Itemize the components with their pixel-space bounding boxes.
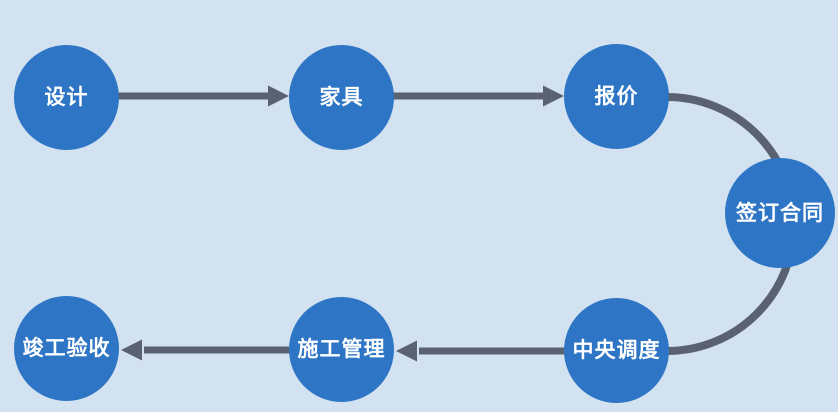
node-sign-contract[interactable]: 签订合同 [725, 158, 835, 268]
node-design-label: 设计 [44, 86, 89, 109]
node-quotation-label: 报价 [594, 85, 639, 108]
node-design[interactable]: 设计 [14, 45, 119, 150]
node-central-dispatch[interactable]: 中央调度 [564, 298, 669, 403]
node-central-dispatch-label: 中央调度 [572, 339, 661, 362]
node-quotation[interactable]: 报价 [564, 44, 669, 149]
arrow-furniture-to-quotation [390, 85, 564, 107]
node-construction-management-label: 施工管理 [297, 338, 386, 361]
node-furniture[interactable]: 家具 [289, 45, 394, 150]
node-completion-acceptance[interactable]: 竣工验收 [14, 296, 119, 401]
arrow-design-to-furniture [112, 85, 289, 107]
arrow-construction-management-to-completion-acceptance [121, 339, 293, 361]
node-furniture-label: 家具 [319, 86, 364, 109]
node-construction-management[interactable]: 施工管理 [289, 297, 394, 402]
node-sign-contract-label: 签订合同 [736, 201, 824, 225]
node-completion-acceptance-label: 竣工验收 [22, 337, 111, 360]
arrow-central-dispatch-to-construction-management [396, 340, 568, 362]
